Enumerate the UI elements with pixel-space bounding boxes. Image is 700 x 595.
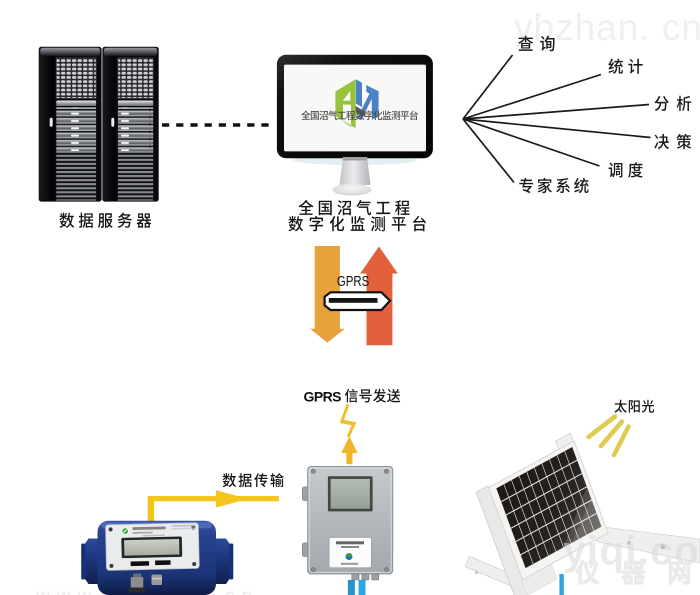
svg-text:GPRS: GPRS [304, 388, 342, 404]
svg-text:GPRS: GPRS [337, 274, 370, 290]
